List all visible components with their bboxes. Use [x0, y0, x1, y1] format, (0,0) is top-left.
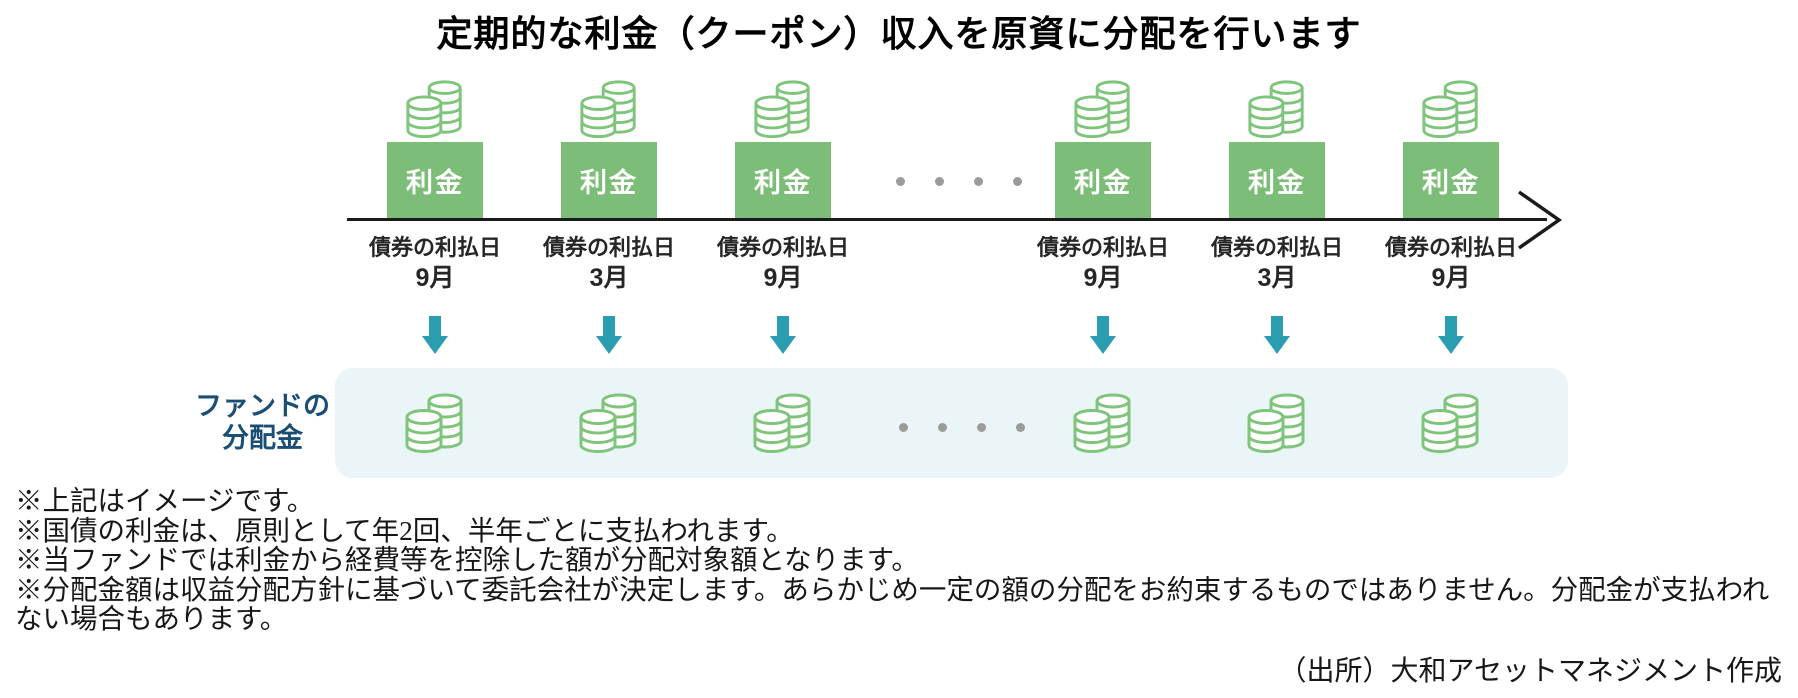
footnotes: ※上記はイメージです。 ※国債の利金は、原則として年2回、半年ごとに支払われます… [15, 486, 1785, 634]
footnote: ※当ファンドでは利金から経費等を控除した額が分配対象額となります。 [15, 544, 919, 575]
fund-distribution-label: ファンドの 分配金 [180, 390, 345, 454]
coupon-box: 利金 [1055, 142, 1151, 218]
payment-date-label: 債券の利払日 [542, 235, 675, 260]
coins-icon [578, 78, 640, 140]
coupon-event-column: 利金 債券の利払日 9月 [355, 78, 515, 458]
ellipsis-dot [935, 177, 944, 186]
payment-date-label: 債券の利払日 [716, 235, 849, 260]
footnote: ※分配金額は収益分配方針に基づいて委託会社が決定します。あらかじめ一定の額の分配… [15, 573, 1770, 634]
ellipsis-dot [938, 423, 947, 432]
coins-icon [404, 78, 466, 140]
footnote: ※国債の利金は、原則として年2回、半年ごとに支払われます。 [15, 514, 794, 546]
down-arrow-icon [1090, 316, 1116, 354]
timeline-arrowhead-icon [1517, 190, 1563, 250]
payment-date-label: 債券の利払日 [1384, 235, 1517, 260]
fund-distribution-band [335, 368, 1568, 478]
down-arrow-icon [422, 316, 448, 354]
coins-icon [1072, 78, 1134, 140]
ellipsis-dot [974, 177, 983, 186]
coins-icon [577, 391, 641, 455]
coins-icon [1419, 391, 1483, 455]
down-arrow-icon [1264, 316, 1290, 354]
coins-icon [1245, 391, 1309, 455]
coupon-box: 利金 [735, 142, 831, 218]
coupon-box: 利金 [1403, 142, 1499, 218]
fund-label-line2: 分配金 [222, 423, 303, 453]
timeline-axis [347, 218, 1547, 221]
ellipsis-dots [899, 423, 1025, 432]
payment-date-label: 債券の利払日 [368, 235, 501, 260]
ellipsis-dot [1016, 423, 1025, 432]
coins-icon [752, 78, 814, 140]
coupon-event-column: 利金 債券の利払日 9月 [703, 78, 863, 458]
coupon-event-column: 利金 債券の利払日 9月 [1371, 78, 1531, 458]
ellipsis-dots [896, 177, 1022, 186]
page-title: 定期的な利金（クーポン）収入を原資に分配を行います [436, 14, 1362, 54]
fund-label-line1: ファンドの [195, 391, 330, 421]
coupon-box: 利金 [1229, 142, 1325, 218]
down-arrow-icon [770, 316, 796, 354]
payment-date-label: 債券の利払日 [1210, 235, 1343, 260]
ellipsis-dot [1013, 177, 1022, 186]
payment-month-label: 9月 [763, 264, 803, 292]
payment-month-label: 9月 [1431, 264, 1471, 292]
payment-date-label: 債券の利払日 [1036, 235, 1169, 260]
coupon-box: 利金 [387, 142, 483, 218]
coins-icon [751, 391, 815, 455]
payment-month-label: 9月 [1083, 264, 1123, 292]
footnote: ※上記はイメージです。 [15, 485, 315, 516]
down-arrow-icon [1438, 316, 1464, 354]
coupon-event-column: 利金 債券の利払日 3月 [529, 78, 689, 458]
down-arrow-icon [596, 316, 622, 354]
coins-icon [1420, 78, 1482, 140]
coupon-event-column: 利金 債券の利払日 3月 [1197, 78, 1357, 458]
ellipsis-dot [977, 423, 986, 432]
payment-month-label: 3月 [589, 264, 629, 292]
coins-icon [403, 391, 467, 455]
coupon-event-column: 利金 債券の利払日 9月 [1023, 78, 1183, 458]
coupon-box: 利金 [561, 142, 657, 218]
ellipsis-dot [896, 177, 905, 186]
ellipsis-dot [899, 423, 908, 432]
payment-month-label: 3月 [1257, 264, 1297, 292]
payment-month-label: 9月 [415, 264, 455, 292]
source-attribution: （出所）大和アセットマネジメント作成 [1278, 656, 1782, 687]
coins-icon [1246, 78, 1308, 140]
coins-icon [1071, 391, 1135, 455]
